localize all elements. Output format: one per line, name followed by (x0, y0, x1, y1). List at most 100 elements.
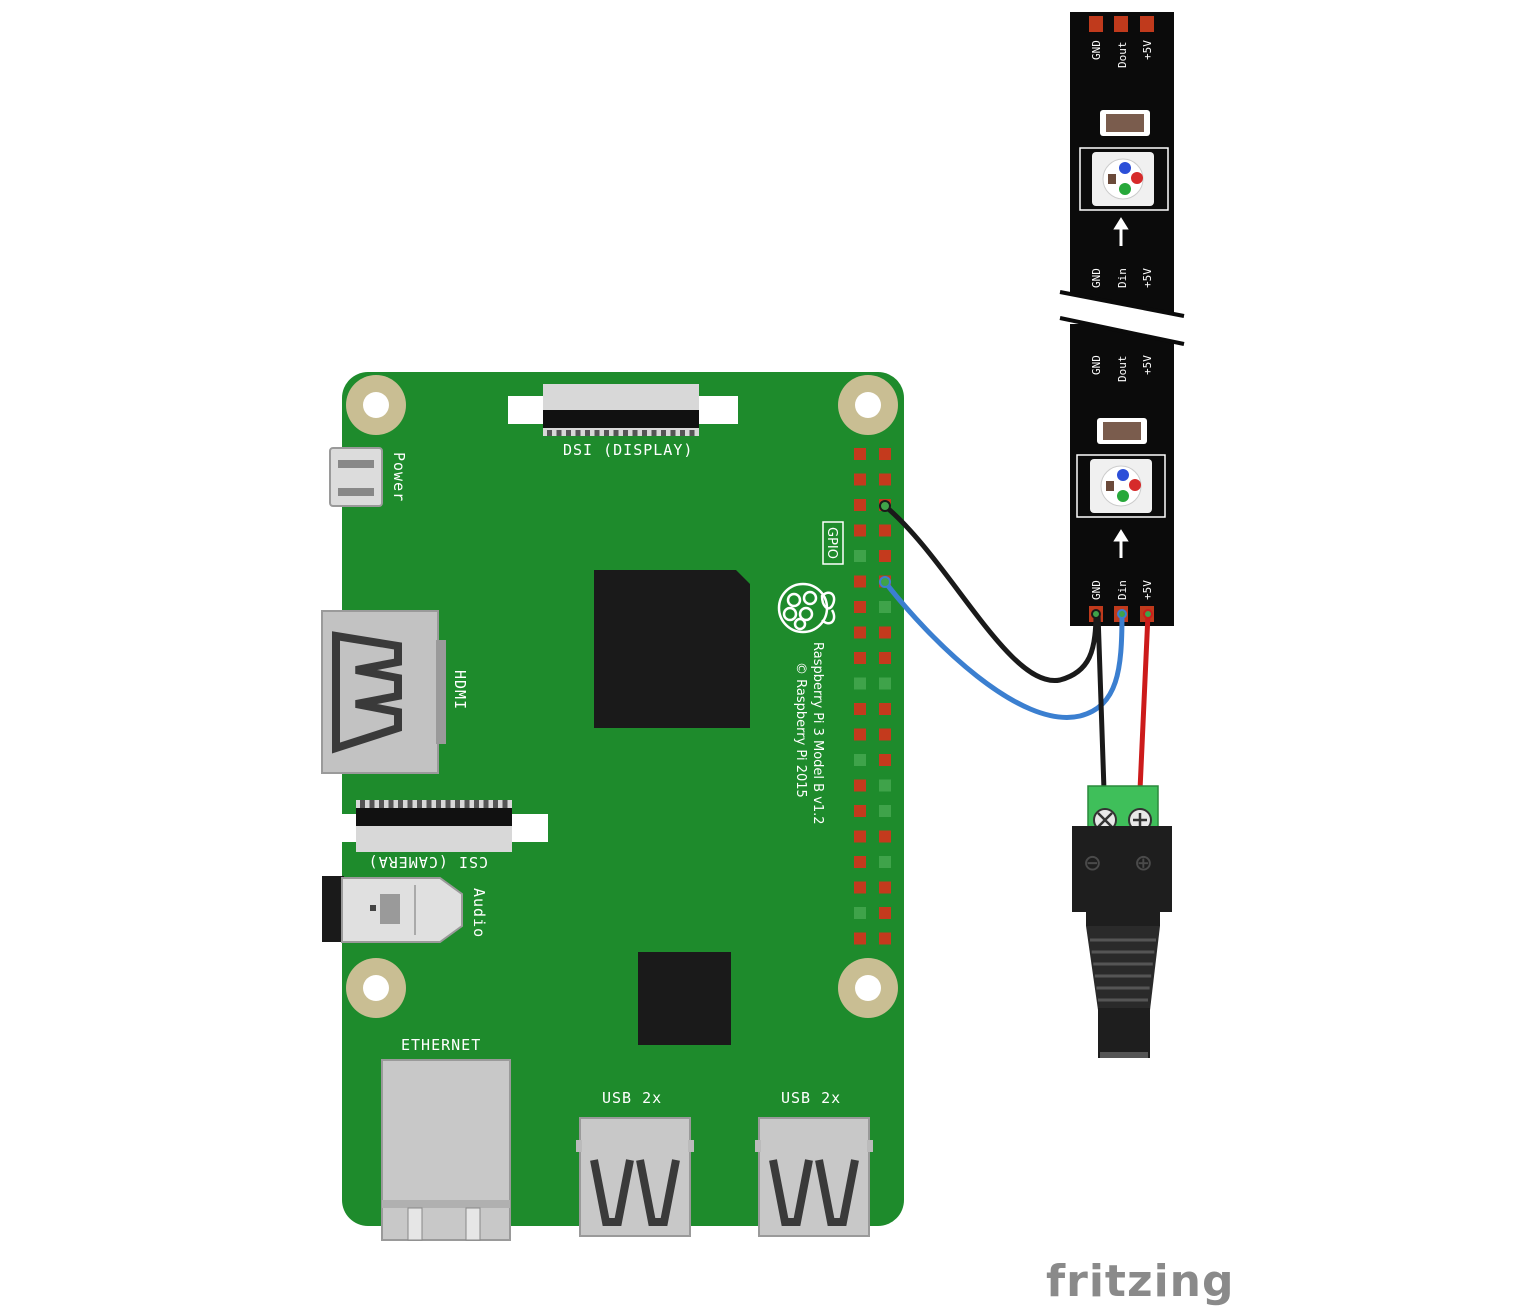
csi-pin (483, 800, 489, 808)
gpio-pin (879, 524, 891, 537)
gpio-header (848, 443, 898, 951)
ground-wire (882, 503, 1099, 683)
gpio-pin (879, 830, 891, 843)
gpio-pin (879, 550, 891, 562)
strip-top-in-din: Din (1116, 268, 1129, 288)
jack-ground-wire (1095, 611, 1107, 793)
strip-top-in-5v: +5V (1141, 268, 1154, 288)
wires (879, 500, 1153, 793)
gpio-pin (854, 881, 866, 894)
csi-pin (407, 800, 413, 808)
gpio-pin (879, 881, 891, 894)
dc-barrel-jack: ⊖ ⊕ (1072, 785, 1172, 1058)
csi-pin (436, 800, 441, 808)
gpio-pin (854, 907, 866, 919)
csi-connector (340, 800, 548, 852)
gpio-pin (879, 601, 891, 613)
power-wire (1137, 611, 1151, 793)
raspberry-pi-board: DSI (DISPLAY) Power HDMI CSI (CAMERA) (321, 372, 904, 1241)
csi-pin (398, 800, 403, 808)
dsi-pin (604, 430, 609, 436)
csi-pin (493, 800, 498, 808)
dsi-pin (613, 430, 619, 436)
model-label: Raspberry Pi 3 Model B v1.2 (810, 642, 825, 825)
gpio-pin (879, 907, 891, 919)
mounting-hole-bottom-left (346, 958, 406, 1018)
csi-pin (388, 800, 394, 808)
jack-cable (1098, 1008, 1150, 1058)
dsi-pin (547, 430, 552, 436)
gpio-pin (879, 473, 891, 486)
power-connector (329, 447, 383, 507)
gpio-pin (879, 932, 891, 945)
dsi-pin (642, 430, 647, 436)
gpio-pin (854, 652, 866, 664)
gpio-pin (854, 524, 866, 537)
strip-bottom-out-gnd: GND (1090, 355, 1103, 375)
gpio-pin (879, 779, 891, 792)
copyright-label: © Raspberry Pi 2015 (793, 662, 808, 798)
gpio-pin (879, 677, 891, 690)
gpio-pin (854, 601, 866, 613)
strip-bottom-in-din: Din (1116, 580, 1129, 600)
gpio-pin (854, 550, 866, 562)
audio-jack (322, 876, 463, 943)
usb-left-label: USB 2x (602, 1089, 662, 1107)
dsi-pin (689, 430, 695, 436)
hdmi-label: HDMI (451, 670, 469, 710)
led-strip: GND Dout +5V GND Din +5V GND Dout +5V (1059, 12, 1185, 626)
csi-pin (369, 800, 375, 808)
gpio-pin (854, 830, 866, 843)
dsi-label: DSI (DISPLAY) (563, 441, 693, 459)
hdmi-connector (321, 610, 446, 774)
csi-pin (417, 800, 422, 808)
strip-top-in-gnd: GND (1090, 268, 1103, 288)
strip-bottom-in-gnd: GND (1090, 580, 1103, 600)
ethernet-label: ETHERNET (401, 1036, 481, 1054)
dsi-connector (508, 384, 738, 436)
strip-pads-top (1089, 16, 1154, 32)
csi-pin (379, 800, 384, 808)
strip-bottom-in-5v: +5V (1141, 580, 1154, 600)
led-lower (1076, 418, 1166, 558)
usb-right-port (755, 1117, 873, 1237)
dsi-pin (594, 430, 600, 436)
csi-pin (464, 800, 470, 808)
dsi-pin (670, 430, 676, 436)
strip-top-out-gnd: GND (1090, 40, 1103, 60)
gpio-pin (854, 856, 866, 868)
dsi-pin (680, 430, 685, 436)
csi-pin (426, 800, 432, 808)
usb-left-port (576, 1117, 694, 1237)
csi-pin (455, 800, 460, 808)
mounting-hole-bottom-right (838, 958, 898, 1018)
strip-bottom-out-dout: Dout (1116, 356, 1129, 383)
pcb (342, 372, 904, 1226)
gpio-pin (854, 499, 866, 511)
csi-pin (360, 800, 365, 808)
gpio-pin (854, 575, 866, 588)
csi-label: CSI (CAMERA) (368, 853, 488, 871)
gpio-pin (854, 779, 866, 792)
data-wire (882, 579, 1125, 720)
strip-cut-mark (1060, 292, 1184, 344)
dsi-pin (556, 430, 562, 436)
gpio-pin (879, 856, 891, 868)
csi-pin (474, 800, 479, 808)
usb-right-label: USB 2x (781, 1089, 841, 1107)
audio-label: Audio (470, 888, 488, 938)
raspberry-logo (777, 582, 836, 634)
mounting-hole-top-right (838, 375, 898, 435)
dsi-pin (585, 430, 590, 436)
jack-plus-icon: ⊕ (1135, 846, 1152, 879)
gpio-pin (879, 754, 891, 766)
gpio-label: GPIO (824, 527, 839, 559)
gpio-label-box (822, 521, 844, 565)
gpio-pin (854, 805, 866, 817)
dsi-pin (632, 430, 638, 436)
jack-body (1072, 826, 1172, 926)
lan-chip (638, 952, 731, 1045)
strip-top-out-dout: Dout (1116, 42, 1129, 69)
mounting-hole-top-left (346, 375, 406, 435)
